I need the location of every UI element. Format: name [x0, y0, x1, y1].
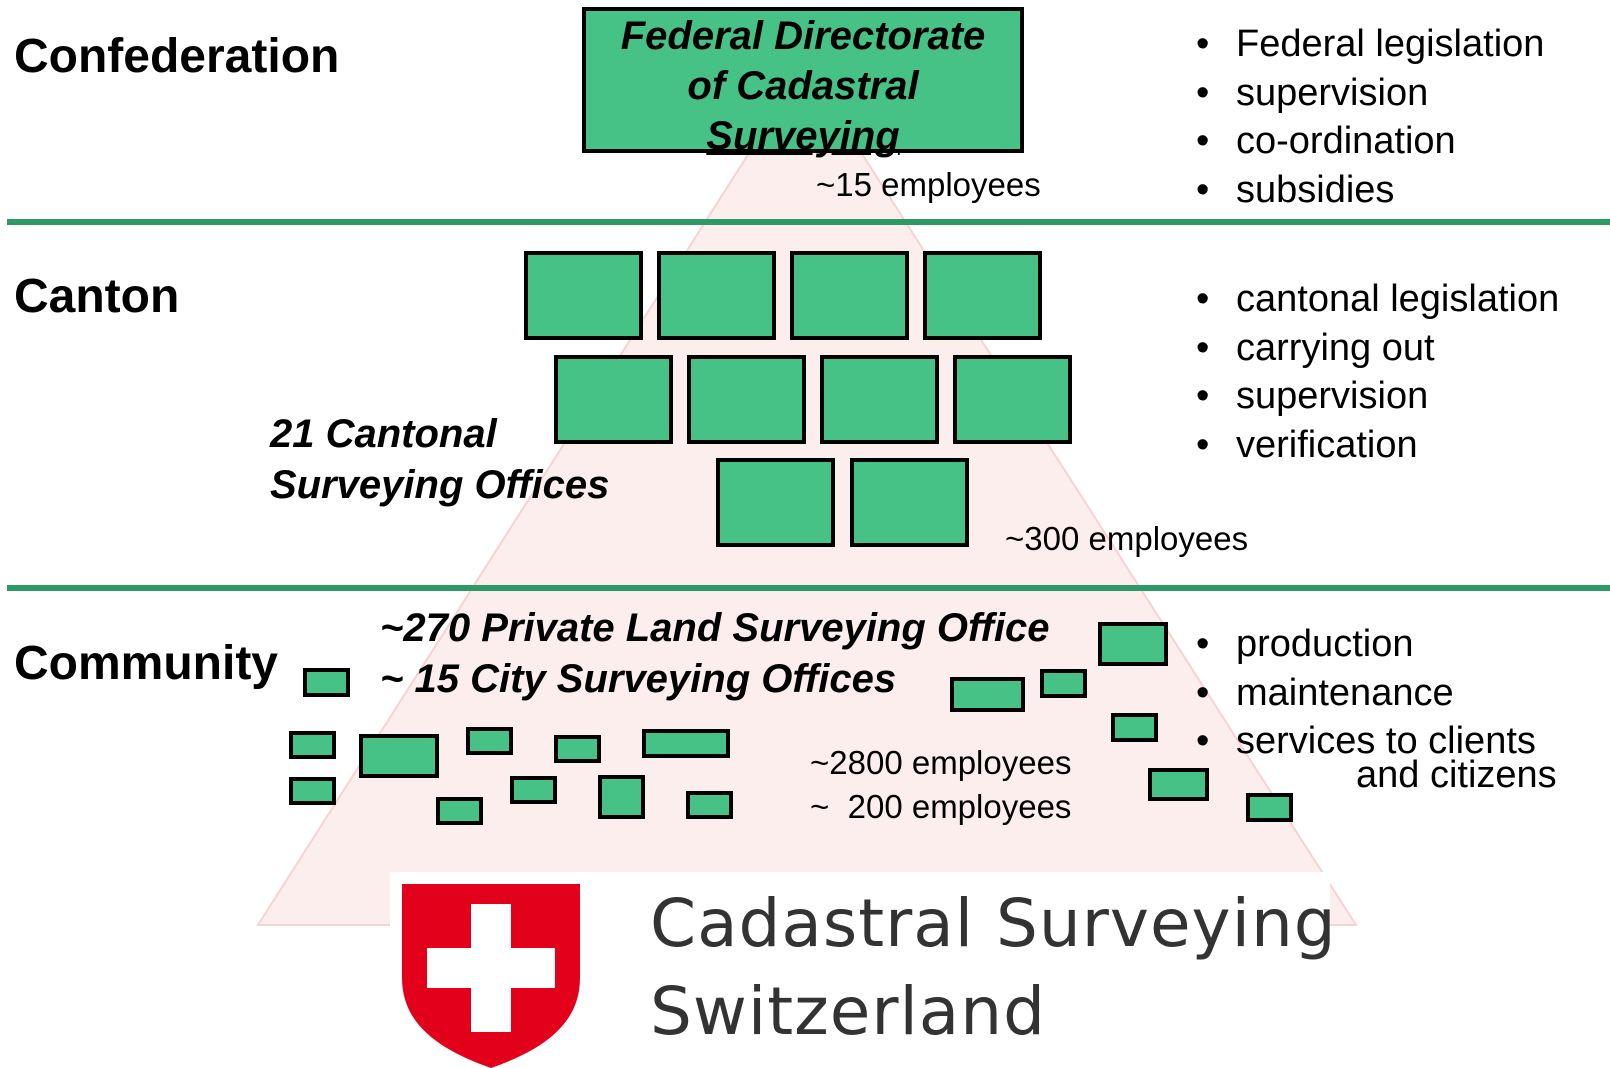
community-task: maintenance: [1196, 669, 1557, 718]
community-label-line-1: ~270 Private Land Surveying Office: [380, 606, 1050, 650]
level-label-canton: Canton: [14, 270, 180, 323]
federal-task: co-ordination: [1196, 117, 1544, 166]
cantonal-office-box: [850, 458, 969, 547]
logo-line-1: Cadastral Surveying: [650, 885, 1337, 962]
canton-employees: ~300 employees: [1005, 520, 1249, 557]
cantonal-office-box: [687, 355, 806, 444]
divider-canton-community: [7, 585, 1610, 591]
community-office-box: [598, 775, 645, 819]
community-office-box: [289, 777, 336, 805]
community-offices-label: ~270 Private Land Surveying Office ~ 15 …: [380, 603, 1050, 705]
canton-task: cantonal legislation: [1196, 275, 1559, 324]
community-office-box: [289, 731, 336, 759]
logo-line-2: Switzerland: [650, 973, 1046, 1050]
community-office-box: [1246, 793, 1293, 822]
community-office-box: [642, 729, 730, 758]
community-office-box: [1111, 713, 1158, 742]
level-label-community: Community: [14, 637, 278, 690]
canton-task: verification: [1196, 421, 1559, 470]
federal-box-line-3: Surveying: [706, 114, 900, 158]
community-office-box: [1098, 622, 1168, 666]
canton-task: supervision: [1196, 372, 1559, 421]
cantonal-office-box: [790, 251, 909, 340]
community-office-box: [359, 734, 439, 778]
divider-confederation-canton: [7, 219, 1610, 225]
federal-task-list: Federal legislation supervision co-ordin…: [1196, 20, 1544, 214]
community-task: services to clients: [1196, 717, 1557, 766]
cantonal-office-box: [657, 251, 776, 340]
cantonal-label-line-2: Surveying Offices: [270, 463, 610, 507]
cantonal-office-box: [820, 355, 939, 444]
federal-directorate-box: Federal Directorate of Cadastral Surveyi…: [582, 7, 1024, 158]
community-office-box: [1148, 768, 1209, 801]
community-office-box: [510, 776, 557, 804]
community-task: production: [1196, 620, 1557, 669]
cantonal-office-box: [554, 355, 673, 444]
federal-employees: ~15 employees: [816, 166, 1041, 203]
community-label-line-2: ~ 15 City Surveying Offices: [380, 657, 897, 701]
level-label-confederation: Confederation: [14, 30, 340, 83]
canton-task-list: cantonal legislation carrying out superv…: [1196, 275, 1559, 469]
cantonal-office-box: [524, 251, 643, 340]
federal-box-line-1: Federal Directorate: [620, 14, 986, 58]
canton-task: carrying out: [1196, 324, 1559, 373]
community-city-employees: ~ 200 employees: [810, 788, 1072, 825]
swiss-shield-icon: [402, 884, 580, 1068]
federal-task: subsidies: [1196, 166, 1544, 215]
cantonal-label-line-1: 21 Cantonal: [270, 412, 497, 456]
community-office-box: [686, 791, 733, 819]
community-task-list: production maintenance services to clien…: [1196, 620, 1557, 794]
community-office-box: [466, 727, 513, 755]
cantonal-offices-label: 21 Cantonal Surveying Offices: [270, 409, 609, 511]
federal-box-line-2: of Cadastral: [687, 64, 919, 108]
logo-wordmark: Cadastral Surveying Switzerland: [650, 880, 1337, 1056]
community-office-box: [554, 735, 601, 763]
community-office-box: [1040, 669, 1087, 698]
cantonal-office-box: [923, 251, 1042, 340]
community-private-employees: ~2800 employees: [810, 744, 1072, 781]
community-office-box: [950, 677, 1025, 712]
cantonal-office-box: [953, 355, 1072, 444]
community-task-continuation: and citizens: [1356, 753, 1557, 796]
federal-task: Federal legislation: [1196, 20, 1544, 69]
community-office-box: [303, 668, 350, 697]
federal-task: supervision: [1196, 69, 1544, 118]
cantonal-office-box: [716, 458, 835, 547]
community-office-box: [436, 797, 483, 825]
